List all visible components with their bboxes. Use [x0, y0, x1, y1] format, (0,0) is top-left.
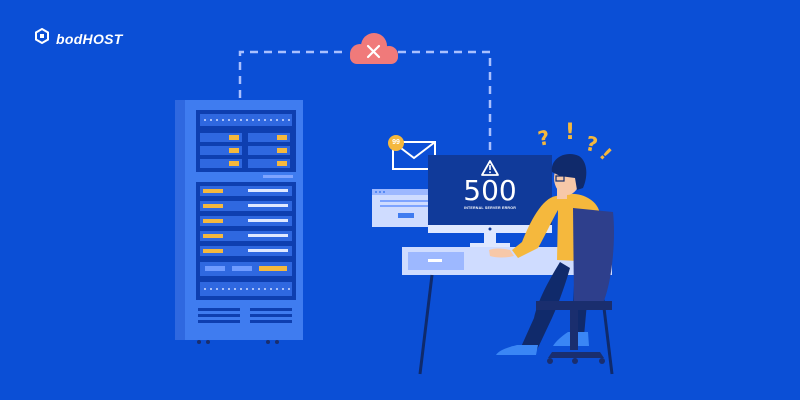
- brand-name: bodHOST: [56, 30, 123, 47]
- office-chair: [536, 208, 614, 364]
- dashed-connection: [238, 50, 492, 150]
- notification-count: 99: [392, 139, 400, 146]
- notification-badge: [388, 135, 404, 151]
- brand-logo: bodHOST: [34, 27, 123, 49]
- hexagon-logo-icon: [34, 27, 50, 49]
- server-rack: [175, 100, 303, 344]
- cloud-x-icon: [350, 33, 398, 64]
- warning-triangle-icon: [481, 160, 499, 176]
- error-code: 500: [463, 174, 517, 207]
- error-display: 500 INTERNAL SERVER ERROR: [430, 158, 550, 228]
- exclamation-mark: !: [565, 120, 576, 145]
- error-message: INTERNAL SERVER ERROR: [464, 206, 516, 210]
